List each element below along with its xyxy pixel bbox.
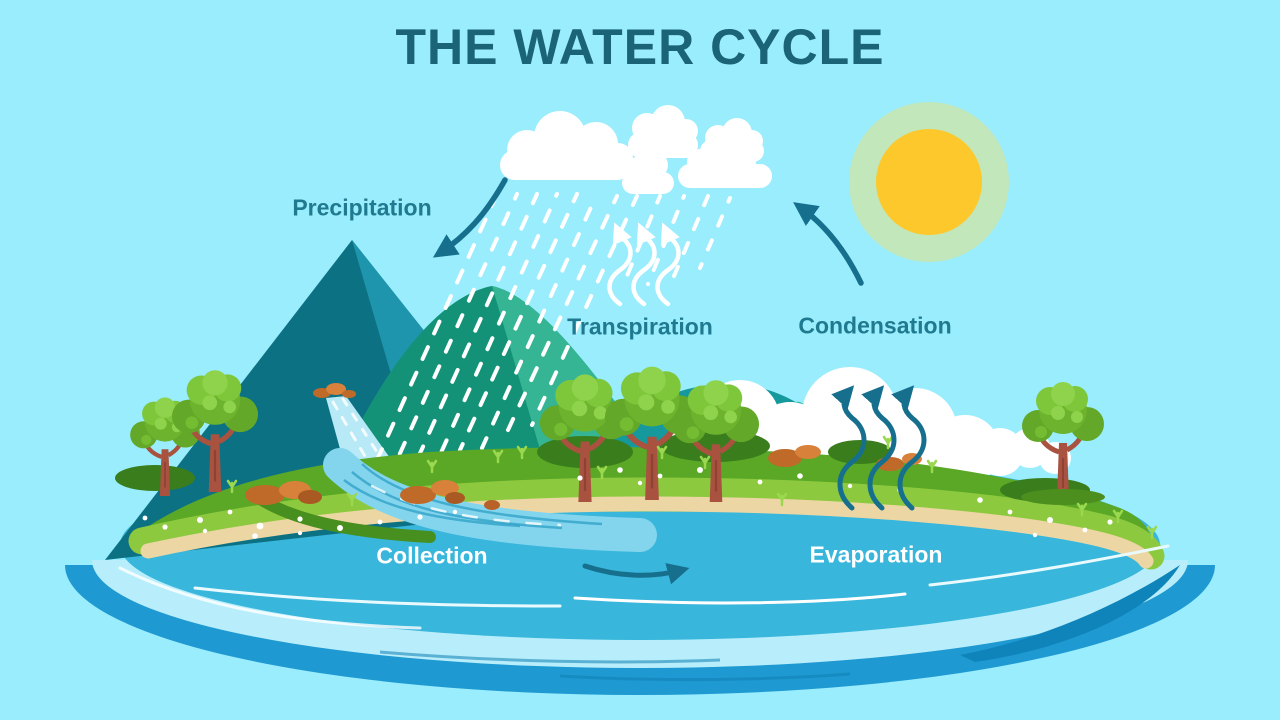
transpiration-arrows	[607, 222, 681, 307]
rain-cloud-icon	[500, 105, 772, 194]
river	[256, 448, 657, 552]
deep-water-detail	[379, 565, 1180, 682]
evaporation-arrows	[831, 385, 927, 511]
collection-flow-arrow	[582, 563, 690, 585]
condensation-arrow	[793, 202, 864, 286]
precipitation-arrow	[432, 177, 508, 258]
water-highlights	[118, 544, 1170, 630]
rain-icon	[375, 192, 732, 462]
sun-icon	[849, 102, 1009, 262]
trees	[130, 367, 1105, 505]
